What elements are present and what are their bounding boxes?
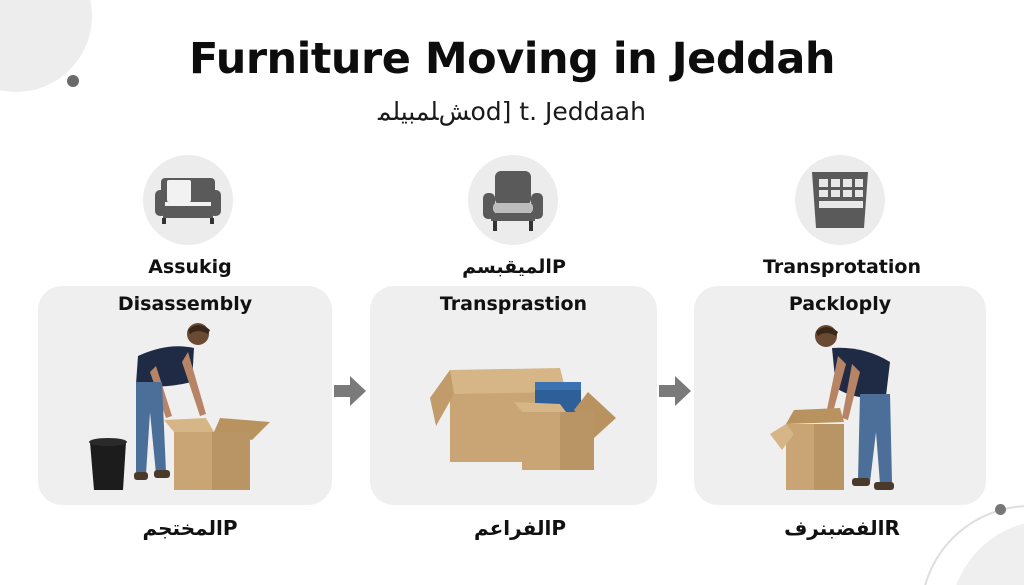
- cabinet-icon: [812, 172, 868, 228]
- step-1-panel: Disassembly: [38, 286, 332, 505]
- armchair-icon: [483, 171, 543, 231]
- step-2-bottom-label: الفراعمP: [473, 516, 567, 540]
- step-1-panel-title: Disassembly: [117, 293, 253, 315]
- step-2-label: الميقبسمP: [462, 256, 566, 278]
- step-1-label: Assukig: [148, 256, 232, 278]
- page-subtitle: ﺶﻠﻤﺒﻴﻠﻤod] t. Jeddaah: [378, 97, 646, 126]
- step-3-panel-title: Packloply: [788, 293, 892, 315]
- page-title: Furniture Moving in Jeddah: [188, 34, 836, 84]
- man-packing-box-illustration: [770, 325, 894, 490]
- step-3-icon-circle: [795, 155, 885, 245]
- decorative-dot: [995, 504, 1006, 515]
- step-1-icon-circle: [143, 155, 233, 245]
- stacked-boxes-illustration: [430, 368, 616, 470]
- step-3-label: Transprotation: [762, 256, 921, 278]
- sofa-icon: [155, 178, 221, 224]
- man-packing-box-illustration: [89, 323, 270, 490]
- step-2-panel-title: Transprastion: [439, 293, 588, 315]
- step-2-icon-circle: [468, 155, 558, 245]
- arrow-right-icon: [334, 376, 366, 406]
- step-2-panel: Transprastion: [370, 286, 657, 505]
- step-3-panel: Packloply: [694, 286, 986, 505]
- arrow-right-icon: [659, 376, 691, 406]
- decorative-dot: [67, 75, 79, 87]
- step-1-bottom-label: المختجمP: [142, 516, 238, 540]
- step-3-bottom-label: الفضبنرفR: [784, 516, 900, 540]
